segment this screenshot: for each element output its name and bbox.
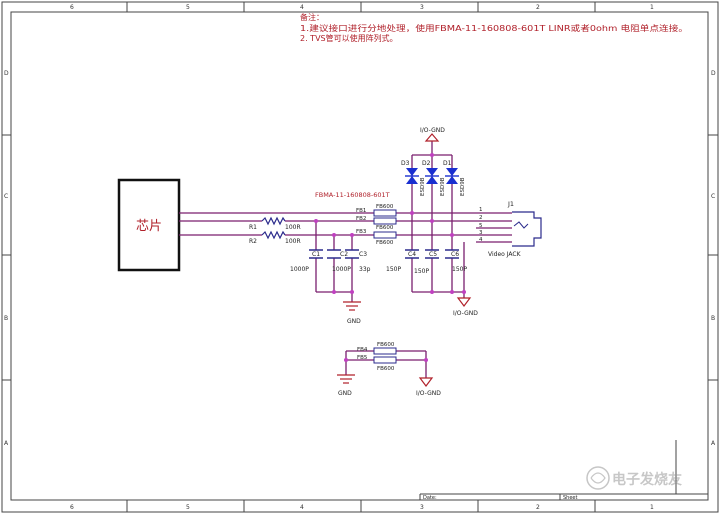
chip-block: 芯片 <box>117 178 181 272</box>
io-gnd-top-label: I/O-GND <box>420 127 445 134</box>
border-number-bottom: 4 <box>300 504 304 511</box>
notes-line-2: 2. TVS管可以使用阵列式。 <box>300 33 398 43</box>
border-number-top: 5 <box>186 4 190 11</box>
capacitor-c6-value: 150P <box>452 266 467 273</box>
tvs-diode-d3-part: ESD9B <box>420 177 426 196</box>
resistor-r1: R1 100R <box>249 216 301 231</box>
border-number-bottom: 2 <box>536 504 540 511</box>
io-gnd-mid-label: I/O-GND <box>453 310 478 317</box>
ferrite-fb1-value: FB600 <box>376 204 394 210</box>
tvs-diode-d1-part: ESD9B <box>460 177 466 196</box>
chip-outline <box>117 178 181 272</box>
notes-heading: 备注： <box>300 12 324 22</box>
signal-wires <box>179 141 512 378</box>
title-block <box>419 440 708 500</box>
chip-label: 芯片 <box>136 219 162 234</box>
resistor-r1-value: 100R <box>285 224 301 231</box>
capacitor-c1-value: 1000P <box>290 266 309 273</box>
capacitor-c2-value: 1000P <box>332 266 351 273</box>
connector-pin: 2 <box>479 215 483 221</box>
border-number-top: 3 <box>420 4 424 11</box>
capacitor-c4-value: 150P <box>386 266 401 273</box>
border-number-top: 2 <box>536 4 540 11</box>
tvs-diode-d1: D1 ESD9B <box>443 160 466 196</box>
watermark: 电子发烧友 <box>586 466 682 490</box>
ferrite-fb2-ref: FB2 <box>356 216 366 222</box>
capacitor-c6-ref: C6 <box>451 251 459 258</box>
connector-pin: 4 <box>479 237 483 243</box>
connector-j1: J1 1 2 5 3 4 Video JACK <box>476 200 542 258</box>
border-number-top: 1 <box>650 4 654 11</box>
junctions <box>314 153 466 362</box>
connector-j1-name: Video JACK <box>488 251 522 258</box>
tvs-diode-d3-ref: D3 <box>401 160 410 167</box>
watermark-text: 电子发烧友 <box>612 471 682 488</box>
tvs-diode-d2-part: ESD9B <box>440 177 446 196</box>
border-letter-left: C <box>4 193 8 200</box>
tvs-diodes: D3 ESD9B D2 ESD9B D1 ESD9B <box>401 160 466 196</box>
tvs-diode-d2: D2 ESD9B <box>422 160 446 196</box>
capacitor-c3-value: 33p <box>359 266 371 273</box>
ferrite-fb3-value: FB600 <box>376 240 394 246</box>
io-gnd-mid-symbol <box>456 297 472 307</box>
border-letter-right: B <box>711 315 715 322</box>
border-number-bottom: 3 <box>420 504 424 511</box>
ferrite-fb5-ref: FB5 <box>357 355 368 361</box>
capacitor-c3-ref: C3 <box>359 251 367 258</box>
ferrite-fb3-ref: FB3 <box>356 229 367 235</box>
io-gnd-bottom-label: I/O-GND <box>416 390 441 397</box>
capacitors <box>309 249 459 259</box>
resistor-r2: R2 100R <box>249 230 301 245</box>
notes-block: 备注： 1.建议接口进行分地处理，使用FBMA-11-160808-601T L… <box>300 12 688 43</box>
connector-pin: 5 <box>479 223 483 229</box>
resistor-r1-ref: R1 <box>249 224 257 231</box>
gnd-bottom-label: GND <box>338 390 352 397</box>
ferrite-fb4-ref: FB4 <box>357 347 368 353</box>
capacitor-c5-value: 150P <box>414 268 429 275</box>
ferrite-fb5-value: FB600 <box>377 366 395 372</box>
border-number-top: 4 <box>300 4 304 11</box>
capacitor-c5-ref: C5 <box>429 251 437 258</box>
title-block-date-label: Date: <box>423 495 437 501</box>
resistor-r2-value: 100R <box>285 238 301 245</box>
border-letter-right: D <box>711 70 716 77</box>
gnd-bottom-symbol <box>337 374 355 384</box>
connector-j1-ref: J1 <box>507 200 514 208</box>
ferrite-fb4-value: FB600 <box>377 342 395 348</box>
border-letter-right: C <box>711 193 715 200</box>
connector-pin: 1 <box>479 207 483 213</box>
capacitor-c1-ref: C1 <box>312 251 320 258</box>
ferrite-fb1-ref: FB1 <box>356 208 366 214</box>
tvs-diode-d3: D3 ESD9B <box>401 160 426 196</box>
ferrite-fb2-value: FB600 <box>376 225 394 231</box>
border-letter-left: B <box>4 315 8 322</box>
border-letter-left: D <box>4 70 9 77</box>
tvs-diode-d2-ref: D2 <box>422 160 431 167</box>
border-letter-left: A <box>4 440 9 447</box>
gnd-mid-symbol <box>343 301 361 311</box>
border-number-top: 6 <box>70 4 74 11</box>
ferrite-beads <box>373 209 397 364</box>
capacitor-c4-ref: C4 <box>408 251 416 258</box>
border-number-bottom: 6 <box>70 504 74 511</box>
gnd-mid-label: GND <box>347 318 361 325</box>
border-number-bottom: 1 <box>650 504 654 511</box>
tvs-diode-d1-ref: D1 <box>443 160 452 167</box>
border-number-bottom: 5 <box>186 504 190 511</box>
io-gnd-bottom-symbol <box>418 377 434 387</box>
title-block-sheet-label: Sheet <box>563 495 577 501</box>
watermark-logo-icon <box>586 466 610 490</box>
resistor-r2-ref: R2 <box>249 238 257 245</box>
io-gnd-top-symbol: I/O-GND <box>420 127 445 142</box>
capacitor-c2-ref: C2 <box>340 251 348 258</box>
border-letter-right: A <box>711 440 716 447</box>
connector-pin: 3 <box>479 230 483 236</box>
ferrite-part-note: FBMA-11-160808-601T <box>315 191 390 199</box>
notes-line-1: 1.建议接口进行分地处理，使用FBMA-11-160808-601T LINR或… <box>300 23 688 33</box>
